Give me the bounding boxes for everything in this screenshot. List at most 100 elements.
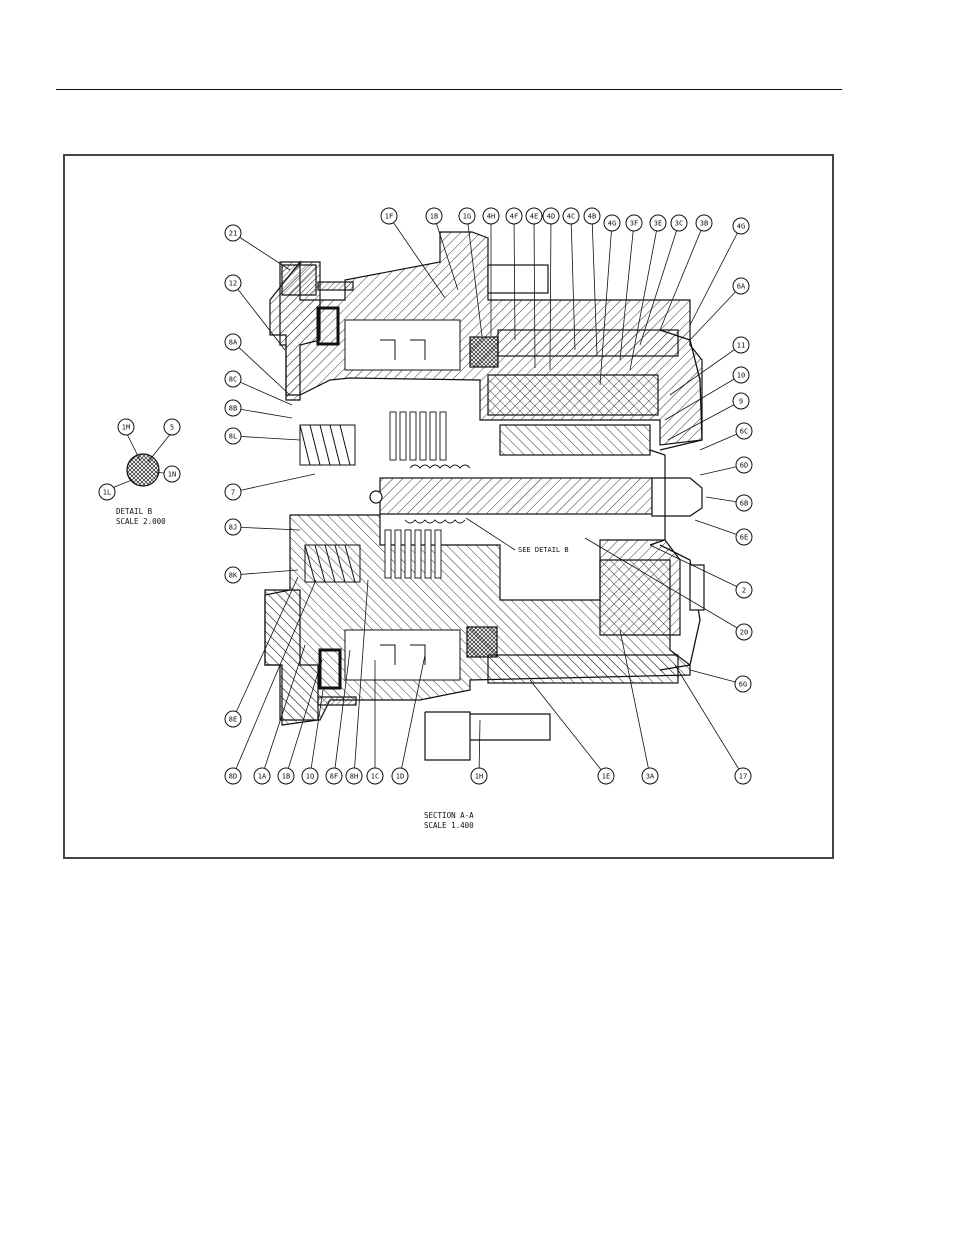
svg-text:1B: 1B	[430, 213, 438, 221]
callout-4h: 4H	[483, 208, 499, 224]
return-spring-upper	[410, 465, 470, 468]
callout-leader-8k	[233, 570, 298, 575]
upper-clutch-plates	[390, 412, 446, 460]
callout-8j: 8J	[225, 519, 241, 535]
callout-9: 9	[733, 393, 749, 409]
svg-text:4F: 4F	[510, 213, 518, 221]
callout-1n: 1N	[164, 466, 180, 482]
bleed-hole	[370, 491, 382, 503]
svg-text:1N: 1N	[168, 471, 176, 479]
top-bolt	[488, 265, 548, 293]
svg-text:8D: 8D	[229, 773, 237, 781]
callout-8k: 8K	[225, 567, 241, 583]
svg-text:1H: 1H	[475, 773, 483, 781]
callout-8a: 8A	[225, 334, 241, 350]
svg-text:1G: 1G	[463, 213, 471, 221]
callout-2: 2	[736, 582, 752, 598]
callout-3a: 3A	[642, 768, 658, 784]
svg-text:1L: 1L	[103, 489, 111, 497]
callout-8e: 8E	[225, 711, 241, 727]
svg-text:11: 11	[737, 342, 745, 350]
callout-8h: 8H	[346, 768, 362, 784]
callout-17: 17	[735, 768, 751, 784]
callout-3c: 3C	[671, 215, 687, 231]
svg-text:20: 20	[740, 629, 748, 637]
svg-text:8H: 8H	[350, 773, 358, 781]
svg-text:3A: 3A	[646, 773, 655, 781]
svg-text:7: 7	[231, 489, 235, 497]
callout-leader-21	[233, 233, 290, 270]
callout-1e: 1E	[598, 768, 614, 784]
svg-text:1F: 1F	[385, 213, 393, 221]
callout-1f: 1F	[381, 208, 397, 224]
callout-leader-8b	[233, 408, 292, 418]
side-knob	[690, 565, 704, 610]
svg-text:1Q: 1Q	[306, 773, 314, 781]
svg-text:4C: 4C	[567, 213, 575, 221]
callout-7: 7	[225, 484, 241, 500]
callout-1b: 1B	[278, 768, 294, 784]
svg-text:3B: 3B	[700, 220, 708, 228]
callout-1b: 1B	[426, 208, 442, 224]
detail-b-view	[107, 432, 172, 490]
svg-text:1D: 1D	[396, 773, 404, 781]
upper-ring	[498, 330, 678, 356]
upper-bearing	[345, 320, 460, 370]
callout-6e: 6E	[736, 529, 752, 545]
svg-text:6E: 6E	[740, 534, 748, 542]
lower-ring-1e	[488, 655, 678, 683]
middle-carrier	[500, 425, 650, 455]
callout-leader-4g	[690, 226, 741, 325]
section-scale: SCALE 1.400	[424, 821, 474, 830]
svg-text:4B: 4B	[588, 213, 596, 221]
svg-text:8B: 8B	[229, 405, 237, 413]
callout-4g: 4G	[604, 215, 620, 231]
svg-text:8E: 8E	[229, 716, 237, 724]
callout-leader-8l	[233, 436, 300, 440]
callout-4g: 4G	[733, 218, 749, 234]
callout-3e: 3E	[650, 215, 666, 231]
housing-group	[265, 232, 704, 760]
section-title: SECTION A-A	[424, 811, 474, 820]
svg-text:3E: 3E	[654, 220, 662, 228]
upper-spring	[300, 425, 355, 465]
callout-1m: 1M	[118, 419, 134, 435]
bottom-bolt-1h	[425, 712, 550, 760]
svg-text:1M: 1M	[122, 424, 130, 432]
banjo-fitting	[282, 265, 316, 295]
seal-block-1g	[470, 337, 498, 367]
svg-text:9: 9	[739, 398, 743, 406]
callout-6a: 6A	[733, 278, 749, 294]
svg-text:12: 12	[229, 280, 237, 288]
svg-text:2: 2	[742, 587, 746, 595]
svg-text:8J: 8J	[229, 524, 237, 532]
callout-1q: 1Q	[302, 768, 318, 784]
svg-text:21: 21	[229, 230, 237, 238]
seal-block-lower	[467, 627, 497, 657]
callout-6g: 6G	[735, 676, 751, 692]
callout-4d: 4D	[543, 208, 559, 224]
callout-1h: 1H	[471, 768, 487, 784]
callout-leader-8a	[233, 342, 290, 395]
svg-text:1A: 1A	[258, 773, 267, 781]
svg-text:4H: 4H	[487, 213, 495, 221]
detail-b-title: DETAIL B	[116, 507, 153, 516]
svg-text:1E: 1E	[602, 773, 610, 781]
callout-5: 5	[164, 419, 180, 435]
callout-4e: 4E	[526, 208, 542, 224]
callout-1c: 1C	[367, 768, 383, 784]
svg-text:1B: 1B	[282, 773, 290, 781]
svg-text:1C: 1C	[371, 773, 379, 781]
callout-11: 11	[733, 337, 749, 353]
callout-8f: 8F	[326, 768, 342, 784]
callout-leader-6a	[690, 286, 741, 340]
upper-gear	[488, 375, 658, 415]
callout-1a: 1A	[254, 768, 270, 784]
svg-text:3F: 3F	[630, 220, 638, 228]
svg-text:4E: 4E	[530, 213, 538, 221]
callout-leader-8c	[233, 379, 292, 405]
callout-3b: 3B	[696, 215, 712, 231]
svg-text:5: 5	[170, 424, 174, 432]
svg-text:8A: 8A	[229, 339, 238, 347]
